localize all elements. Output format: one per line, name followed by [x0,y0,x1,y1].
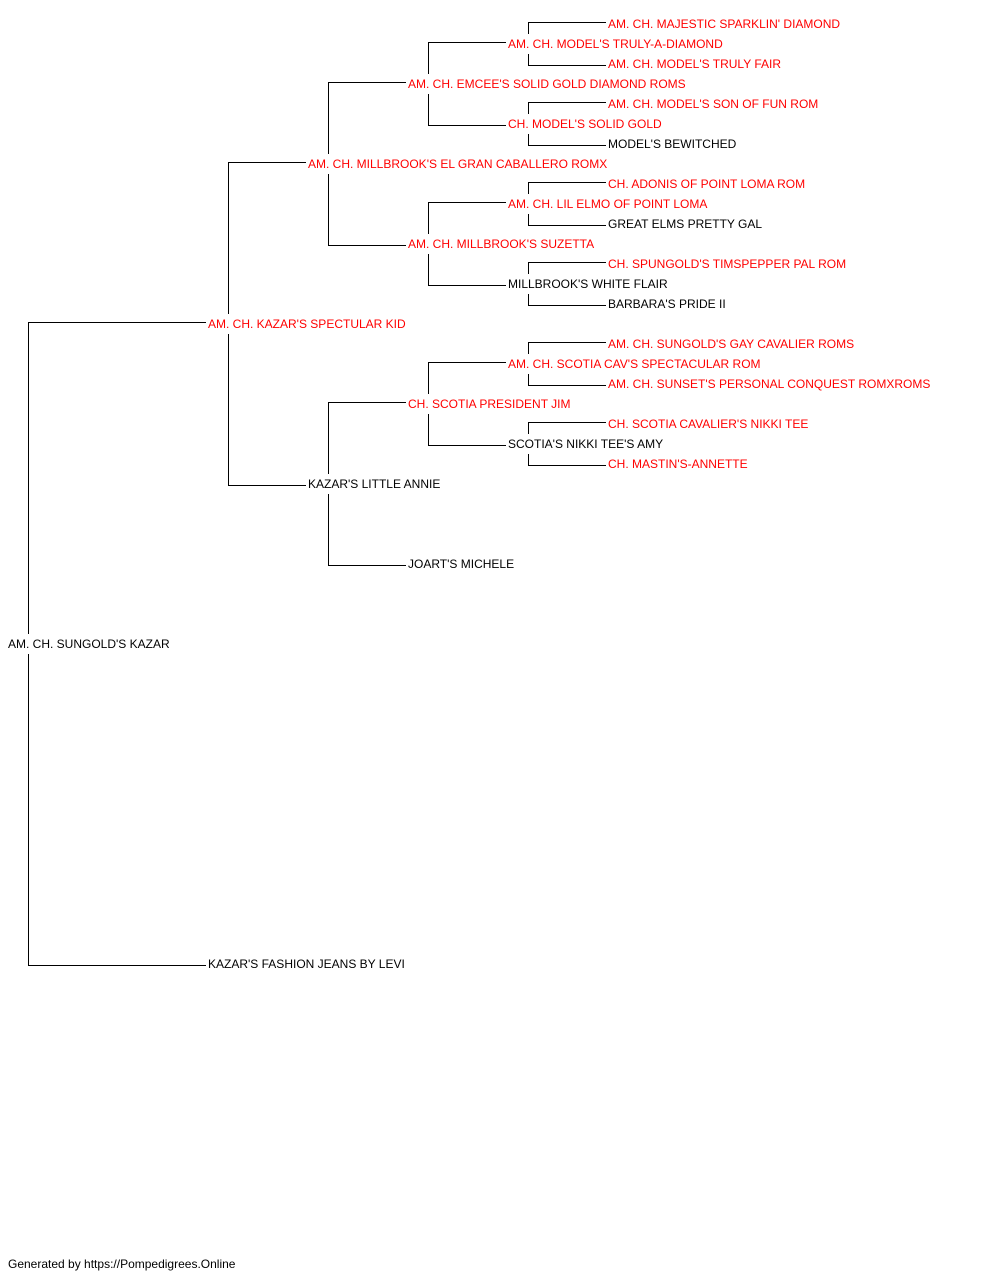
dog-ssddd[interactable]: BARBARA'S PRIDE II [608,297,728,311]
dog-sss[interactable]: AM. CH. EMCEE'S SOLID GOLD DIAMOND ROMS [408,77,688,91]
dog-ssdds[interactable]: CH. SPUNGOLD'S TIMSPEPPER PAL ROM [608,257,849,271]
dog-ssdd[interactable]: MILLBROOK'S WHITE FLAIR [508,277,670,291]
dog-ssssd[interactable]: AM. CH. MODEL'S TRULY FAIR [608,57,783,71]
dog-ssdsd[interactable]: GREAT ELMS PRETTY GAL [608,217,765,231]
dog-ssdss[interactable]: CH. ADONIS OF POINT LOMA ROM [608,177,808,191]
dog-sssss[interactable]: AM. CH. MAJESTIC SPARKLIN' DIAMOND [608,17,843,31]
dog-sire-dam[interactable]: KAZAR'S LITTLE ANNIE [308,477,443,491]
dog-sds[interactable]: CH. SCOTIA PRESIDENT JIM [408,397,573,411]
dog-sire-sire[interactable]: AM. CH. MILLBROOK'S EL GRAN CABALLERO RO… [308,157,610,171]
dog-sdsss[interactable]: AM. CH. SUNGOLD'S GAY CAVALIER ROMS [608,337,857,351]
dog-ssss[interactable]: AM. CH. MODEL'S TRULY-A-DIAMOND [508,37,725,51]
dog-sdsdd[interactable]: CH. MASTIN'S-ANNETTE [608,457,750,471]
dog-dam[interactable]: KAZAR'S FASHION JEANS BY LEVI [208,957,407,971]
dog-ssds[interactable]: AM. CH. LIL ELMO OF POINT LOMA [508,197,710,211]
footer-credit: Generated by https://Pompedigrees.Online [8,1257,236,1271]
dog-sdss[interactable]: AM. CH. SCOTIA CAV'S SPECTACULAR ROM [508,357,763,371]
dog-ssd[interactable]: AM. CH. MILLBROOK'S SUZETTA [408,237,597,251]
dog-sdd[interactable]: JOART'S MICHELE [408,557,517,571]
dog-sdsd[interactable]: SCOTIA'S NIKKI TEE'S AMY [508,437,666,451]
dog-sire[interactable]: AM. CH. KAZAR'S SPECTULAR KID [208,317,408,331]
dog-sdsds[interactable]: CH. SCOTIA CAVALIER'S NIKKI TEE [608,417,811,431]
dog-sssds[interactable]: AM. CH. MODEL'S SON OF FUN ROM [608,97,821,111]
dog-sdssd[interactable]: AM. CH. SUNSET'S PERSONAL CONQUEST ROMXR… [608,377,933,391]
dog-sssd[interactable]: CH. MODEL'S SOLID GOLD [508,117,664,131]
dog-subject[interactable]: AM. CH. SUNGOLD'S KAZAR [8,637,172,651]
dog-sssdd[interactable]: MODEL'S BEWITCHED [608,137,739,151]
